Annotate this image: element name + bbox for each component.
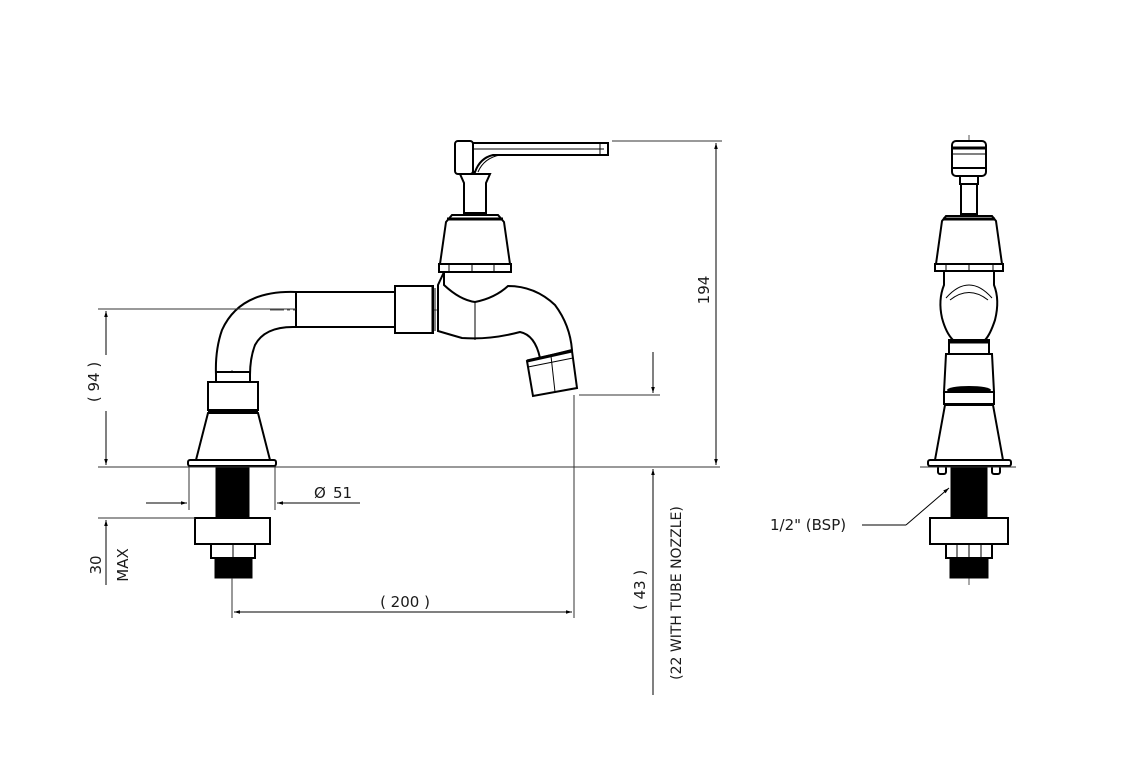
- outlet-height-label: ( 43 ): [631, 570, 649, 610]
- front-outlet: [942, 353, 996, 405]
- dim-flange-diameter: Ø 51: [146, 467, 360, 510]
- diameter-symbol: Ø: [314, 484, 326, 502]
- dim-outlet-height: ( 43 ) (22 WITH TUBE NOZZLE): [579, 352, 685, 695]
- dim-overall-height: 194: [612, 140, 722, 465]
- spout-elbow: [214, 290, 297, 383]
- spout-tube: [295, 291, 396, 328]
- base-shroud: [187, 381, 277, 467]
- front-body: [939, 270, 999, 355]
- thread-callout: 1/2" (BSP): [770, 487, 950, 534]
- thread-spec-label: 1/2" (BSP): [770, 516, 846, 534]
- dim-spout-reach: ( 200 ): [231, 395, 575, 618]
- spout-height-label: ( 94 ): [85, 362, 103, 402]
- lever-end-view: [951, 140, 987, 215]
- side-elevation-view: [98, 140, 720, 615]
- front-base-shroud: [927, 404, 1012, 475]
- headwork-stem: [458, 173, 492, 214]
- tap-body: [437, 271, 574, 360]
- spout-reach-label: ( 200 ): [380, 593, 430, 611]
- flange-diameter-label: 51: [333, 484, 352, 502]
- overall-height-label: 194: [695, 276, 713, 305]
- lever-handle: [454, 140, 609, 175]
- union-nut: [394, 285, 436, 334]
- dim-max-thickness: 30 MAX: [87, 517, 195, 585]
- threaded-shank: [194, 465, 271, 579]
- max-thickness-suffix: MAX: [114, 548, 132, 581]
- front-threaded-shank: [929, 465, 1009, 579]
- front-elevation-view: 1/2" (BSP): [770, 135, 1016, 585]
- dim-spout-height: ( 94 ): [85, 308, 296, 465]
- max-thickness-value: 30: [87, 555, 105, 574]
- outlet-aerator: [525, 349, 579, 398]
- front-bonnet: [934, 215, 1004, 272]
- outlet-height-note: (22 WITH TUBE NOZZLE): [669, 506, 685, 680]
- bonnet: [438, 214, 512, 273]
